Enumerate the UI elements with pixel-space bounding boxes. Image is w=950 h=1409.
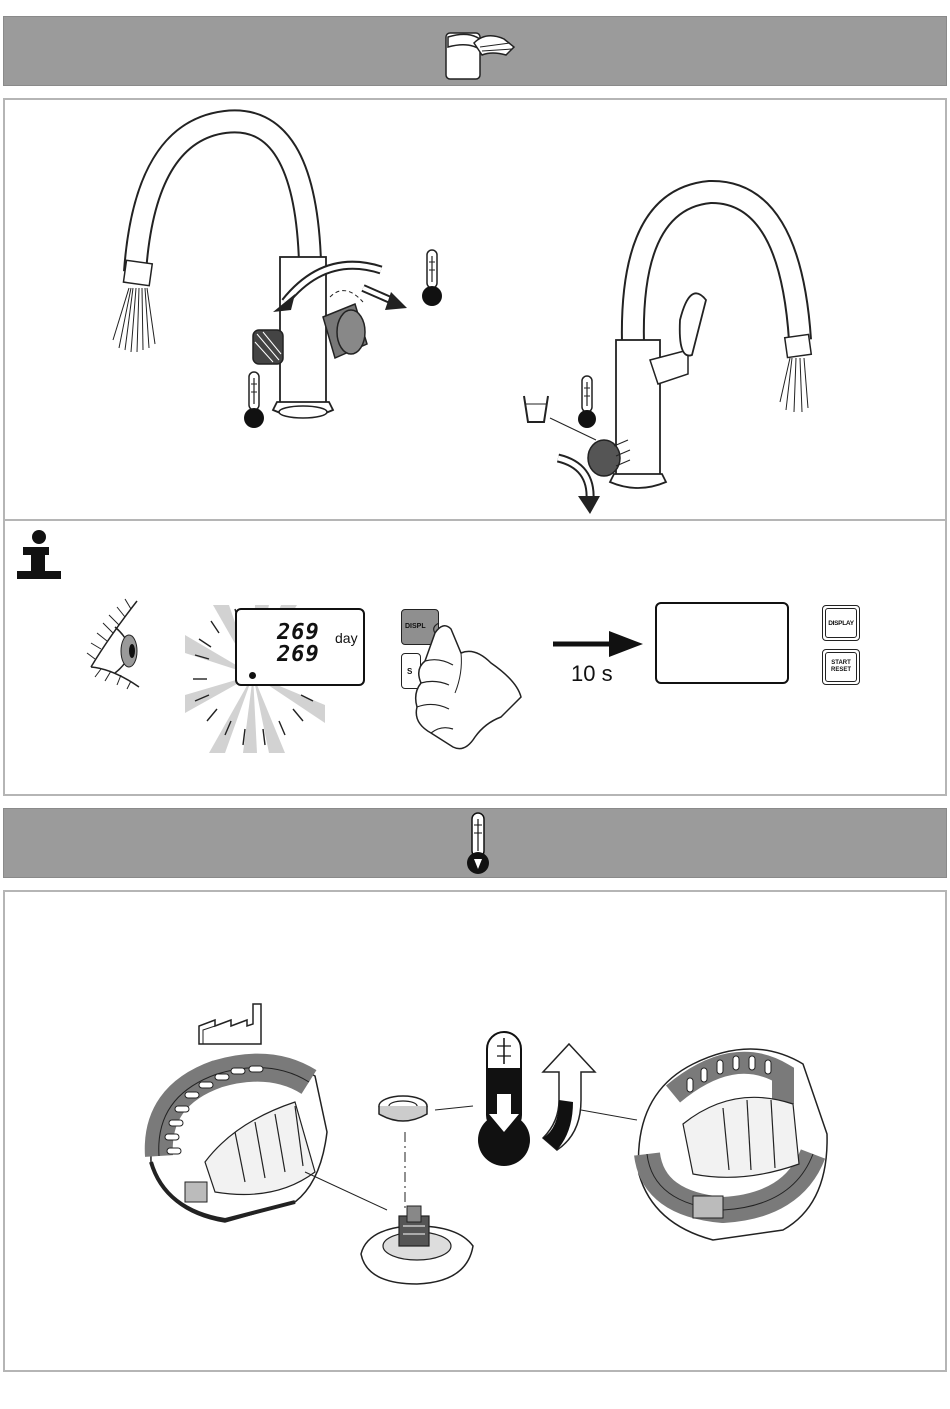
counter-unit: day — [335, 630, 358, 646]
thermometer-icon-left — [244, 372, 264, 428]
reset-label: RESET — [831, 667, 851, 674]
header-band-cold — [3, 808, 947, 878]
display-button[interactable]: DISPLAY — [822, 605, 860, 641]
info-icon — [15, 529, 63, 579]
large-cold-thermometer-icon — [477, 1030, 533, 1170]
start-label: START — [831, 660, 851, 667]
lcd-blank-display — [655, 602, 789, 684]
cold-thermometer-down-icon — [466, 811, 490, 877]
valve-insert-illustration — [357, 1206, 477, 1286]
panel-display-reset: 269 269 day DISPL S 10 s DISPLAY START R… — [3, 519, 947, 796]
eye-icon — [81, 597, 145, 691]
guide-line-right — [581, 1106, 641, 1126]
lcd-dot — [249, 672, 256, 679]
hand-icon — [405, 613, 525, 763]
thermometer-icon-right — [422, 250, 442, 306]
thermometer-icon-middle — [578, 376, 596, 428]
cartridge-right-illustration — [633, 1034, 833, 1244]
factory-icon — [195, 1000, 267, 1046]
rotate-arrow-icon — [539, 1042, 599, 1152]
panel-faucet-temperature — [3, 98, 947, 521]
panel-cartridge-assembly — [3, 890, 947, 1372]
faucet-cleaning-icon — [434, 21, 524, 83]
counter-value-top: 269 — [277, 622, 320, 644]
faucet-right-illustration — [510, 170, 840, 520]
lcd-counter-display: 269 269 day — [235, 608, 365, 686]
timer-label: 10 s — [571, 661, 613, 687]
faucet-left-illustration — [105, 112, 465, 512]
start-reset-button[interactable]: START RESET — [822, 649, 860, 685]
display-button-label: DISPLAY — [828, 620, 853, 627]
header-band-cleaning — [3, 16, 947, 86]
counter-value-bottom: 269 — [277, 644, 320, 666]
glass-icon — [524, 396, 548, 422]
arrow-right-icon — [553, 629, 645, 659]
